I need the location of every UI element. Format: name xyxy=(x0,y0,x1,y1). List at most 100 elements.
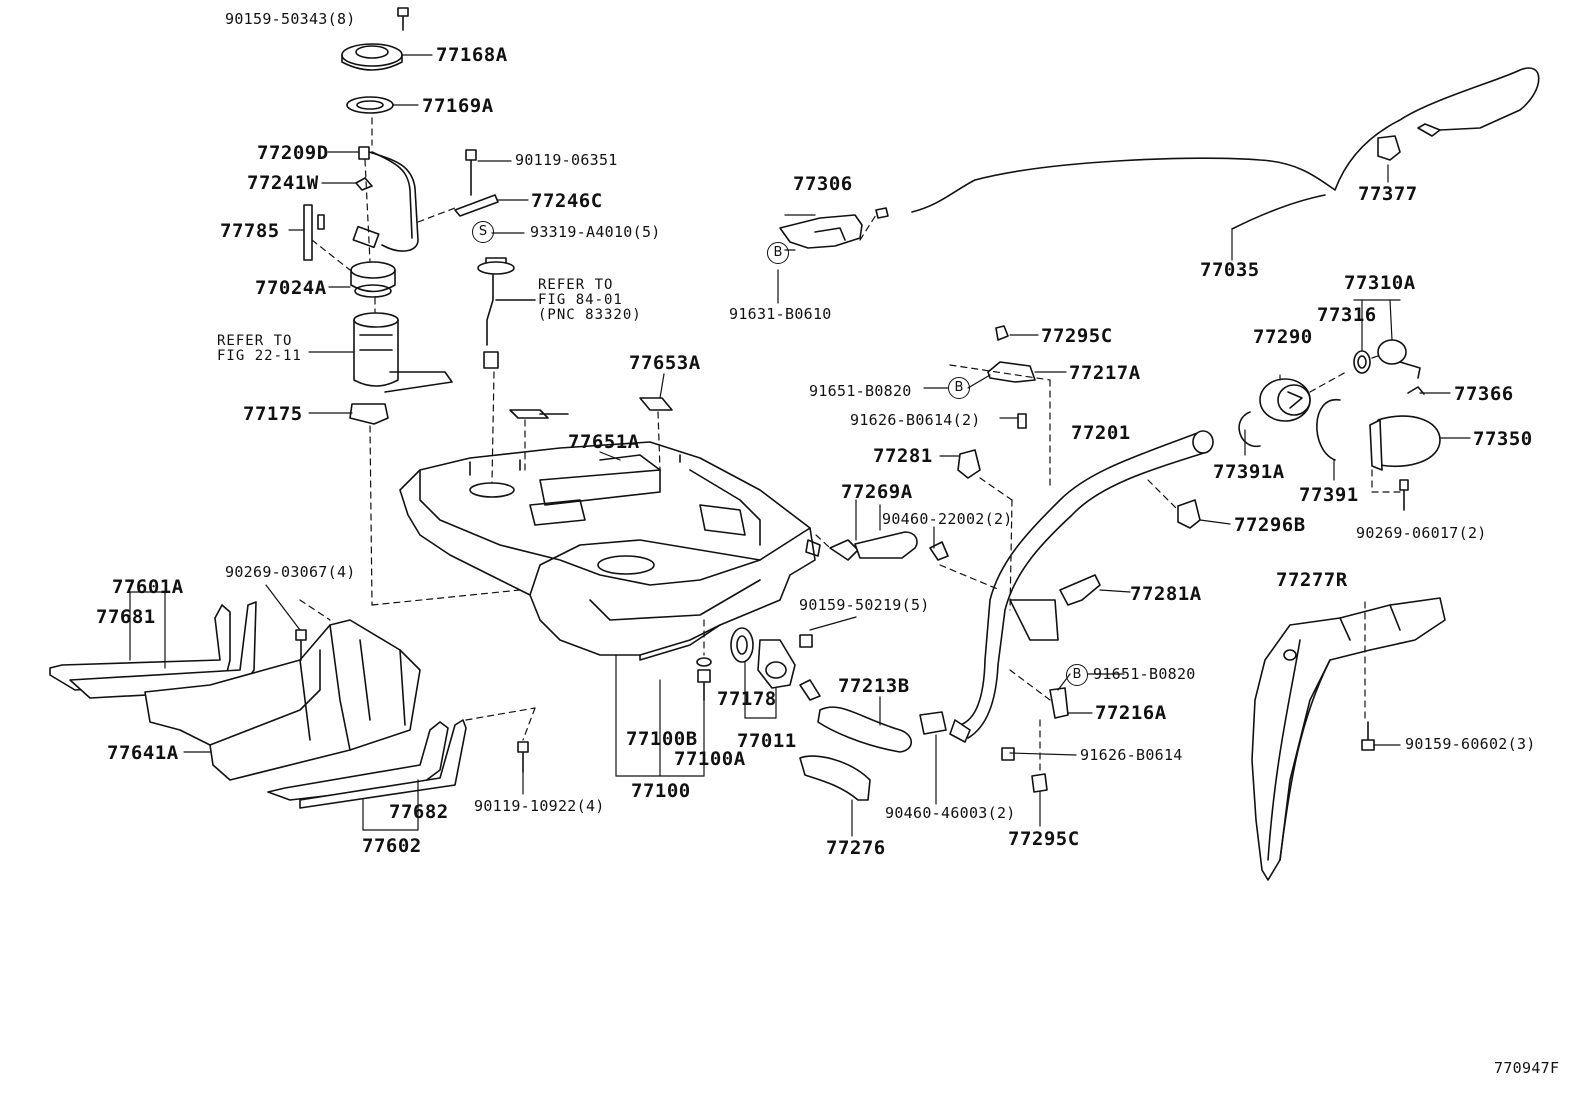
label-77681[interactable]: 77681 xyxy=(96,606,156,628)
bands-77602-shape xyxy=(267,719,467,809)
label-90269-03067[interactable]: 90269-03067(4) xyxy=(225,563,356,581)
symbol-b-bracket-bottom: B xyxy=(1066,664,1088,686)
harness-77785-shape xyxy=(303,204,325,261)
label-77175[interactable]: 77175 xyxy=(243,403,303,425)
label-77653a[interactable]: 77653A xyxy=(629,352,701,374)
liner-77277r-shape xyxy=(1251,597,1446,881)
label-77651a[interactable]: 77651A xyxy=(568,431,640,453)
gasket-77178-shape xyxy=(730,627,754,663)
brackets-filler-shape xyxy=(957,325,1101,793)
label-77296b[interactable]: 77296B xyxy=(1234,514,1306,536)
pad-77653a-shape xyxy=(639,397,673,411)
filter-77024a-shape xyxy=(350,261,396,298)
label-91651-b0820-top[interactable]: 91651-B0820 xyxy=(809,382,912,400)
label-77269a[interactable]: 77269A xyxy=(841,481,913,503)
filler-pipe-77201-shape xyxy=(949,430,1214,743)
bolt-90269-06017-shape xyxy=(1399,479,1409,511)
label-77024a[interactable]: 77024A xyxy=(255,277,327,299)
note-refer-fig84: REFER TO FIG 84-01 (PNC 83320) xyxy=(538,277,642,323)
label-77241w[interactable]: 77241W xyxy=(247,172,319,194)
label-77601a[interactable]: 77601A xyxy=(112,576,184,598)
retainer-ring-77168a-shape xyxy=(341,43,403,71)
label-90159-50219[interactable]: 90159-50219(5) xyxy=(799,596,930,614)
label-77217a[interactable]: 77217A xyxy=(1069,362,1141,384)
cap-77290-shape xyxy=(1259,378,1311,422)
label-77100[interactable]: 77100 xyxy=(631,780,691,802)
label-77178[interactable]: 77178 xyxy=(717,688,777,710)
label-77785[interactable]: 77785 xyxy=(220,220,280,242)
label-77216a[interactable]: 77216A xyxy=(1095,702,1167,724)
label-90119-06351[interactable]: 90119-06351 xyxy=(515,151,618,169)
holder-77296b-shape xyxy=(1177,499,1201,529)
label-77276[interactable]: 77276 xyxy=(826,837,886,859)
label-91631-b0610[interactable]: 91631-B0610 xyxy=(729,305,832,323)
label-77209d[interactable]: 77209D xyxy=(257,142,329,164)
label-77602[interactable]: 77602 xyxy=(362,835,422,857)
label-77295c-top[interactable]: 77295C xyxy=(1041,325,1113,347)
label-77295c-bottom[interactable]: 77295C xyxy=(1008,828,1080,850)
label-77316[interactable]: 77316 xyxy=(1317,304,1377,326)
label-77169a[interactable]: 77169A xyxy=(422,95,494,117)
bolt-90159-50343-shape xyxy=(397,7,409,31)
cap-77377-shape xyxy=(1377,135,1401,161)
pad-77651a-shape xyxy=(509,409,549,419)
label-90460-22002[interactable]: 90460-22002(2) xyxy=(882,510,1013,528)
leader-lines xyxy=(129,54,1471,837)
label-77350[interactable]: 77350 xyxy=(1473,428,1533,450)
plate-77011-shape xyxy=(757,634,813,689)
label-90159-60602[interactable]: 90159-60602(3) xyxy=(1405,735,1536,753)
label-77201[interactable]: 77201 xyxy=(1071,422,1131,444)
bolt-90159-60602-shape xyxy=(1361,721,1375,751)
label-77682[interactable]: 77682 xyxy=(389,801,449,823)
protector-77641a-shape xyxy=(144,619,421,781)
label-77281a[interactable]: 77281A xyxy=(1130,583,1202,605)
label-77641a[interactable]: 77641A xyxy=(107,742,179,764)
label-90460-46003[interactable]: 90460-46003(2) xyxy=(885,804,1016,822)
holder-77175-shape xyxy=(349,403,389,425)
symbol-b-lever: B xyxy=(767,242,789,264)
note-refer-fig22: REFER TO FIG 22-11 xyxy=(217,333,302,364)
sender-gauge-shape xyxy=(454,149,536,369)
label-77391a[interactable]: 77391A xyxy=(1213,461,1285,483)
fuel-tank-77100-shape xyxy=(399,441,821,661)
symbol-s: S xyxy=(472,221,494,243)
label-77035[interactable]: 77035 xyxy=(1200,259,1260,281)
label-77277r[interactable]: 77277R xyxy=(1276,569,1348,591)
label-77377[interactable]: 77377 xyxy=(1358,183,1418,205)
label-91651-b0820-bottom[interactable]: 91651-B0820 xyxy=(1093,665,1196,683)
label-77100b[interactable]: 77100B xyxy=(626,728,698,750)
label-77290[interactable]: 77290 xyxy=(1253,326,1313,348)
lever-77306-shape xyxy=(779,214,863,249)
door-77350-shape xyxy=(1369,386,1441,471)
pump-plumbing-shape xyxy=(352,146,419,252)
label-77213b[interactable]: 77213B xyxy=(838,675,910,697)
bolts-lower-left-shape xyxy=(295,629,712,773)
label-90159-50343[interactable]: 90159-50343(8) xyxy=(225,10,356,28)
symbol-b-bracket-top: B xyxy=(948,377,970,399)
label-77281[interactable]: 77281 xyxy=(873,445,933,467)
label-90119-10922[interactable]: 90119-10922(4) xyxy=(474,797,605,815)
pump-motor-shape xyxy=(353,312,453,393)
label-77366[interactable]: 77366 xyxy=(1454,383,1514,405)
lock-77310a-shape xyxy=(1377,339,1421,379)
dashed-guides xyxy=(299,117,1401,776)
bands-77601a-shape xyxy=(49,601,257,699)
ring-77391-shape xyxy=(1316,399,1341,461)
ring-77391a-shape xyxy=(1238,411,1261,447)
label-77100a[interactable]: 77100A xyxy=(674,748,746,770)
label-77168a[interactable]: 77168A xyxy=(436,44,508,66)
label-77011[interactable]: 77011 xyxy=(737,730,797,752)
label-77310a[interactable]: 77310A xyxy=(1344,272,1416,294)
label-77306[interactable]: 77306 xyxy=(793,173,853,195)
label-77246c[interactable]: 77246C xyxy=(531,190,603,212)
opener-cable-77035-shape xyxy=(875,67,1540,230)
gasket-77169a-shape xyxy=(346,96,394,114)
hoses-center-shape xyxy=(799,531,949,801)
label-90269-06017[interactable]: 90269-06017(2) xyxy=(1356,524,1487,542)
label-91626-b0614-2[interactable]: 91626-B0614(2) xyxy=(850,411,981,429)
label-91626-b0614[interactable]: 91626-B0614 xyxy=(1080,746,1183,764)
label-93319-a4010[interactable]: 93319-A4010(5) xyxy=(530,223,661,241)
label-77391[interactable]: 77391 xyxy=(1299,484,1359,506)
